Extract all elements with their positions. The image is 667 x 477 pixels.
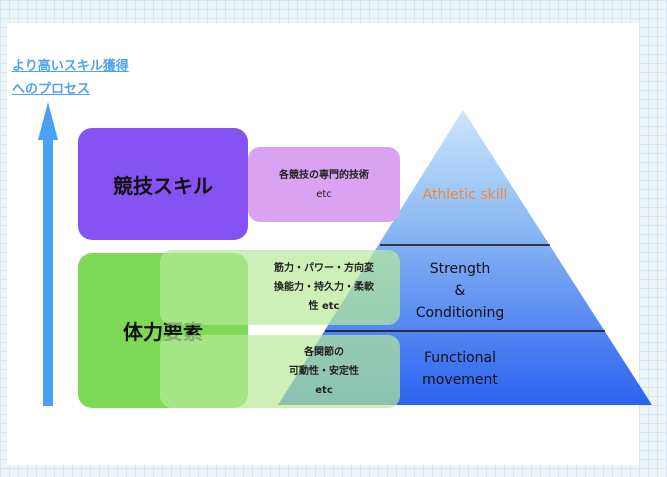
heading-line1: より高いスキル獲得: [12, 59, 129, 74]
label-line: Functional: [423, 350, 497, 366]
pyramid-top-label: Athletic skill: [422, 187, 508, 203]
detail-line: 可動性・安定性: [289, 366, 359, 377]
skill-box: 競技スキル: [78, 128, 248, 240]
skill-detail-box: 各競技の専門的技術 etc: [248, 147, 400, 222]
skill-detail-line: etc: [316, 188, 332, 200]
label-line: Strength: [429, 261, 491, 277]
pyramid-bottom-label: Functional movement: [395, 347, 525, 391]
heading-line2: へのプロセス: [12, 82, 91, 97]
progress-arrow: [38, 102, 58, 406]
label-line: Conditioning: [415, 305, 505, 321]
label-line: &: [454, 283, 466, 299]
detail-line: etc: [315, 385, 333, 396]
physical-detail-a: 筋力・パワー・方向変換能力・持久力・柔軟性 etc: [160, 250, 400, 325]
detail-line: 筋力・パワー・方向変: [274, 263, 374, 274]
skill-detail-line: 各競技の専門的技術: [279, 169, 369, 181]
detail-line: 各関節の: [304, 347, 344, 358]
detail-line: 換能力・持久力・柔軟: [274, 282, 374, 293]
pyramid-middle-label: Strength & Conditioning: [395, 258, 525, 324]
detail-line: 性 etc: [308, 301, 340, 312]
physical-detail-b: 各関節の可動性・安定性 etc: [160, 335, 400, 408]
label-line: movement: [422, 372, 498, 388]
